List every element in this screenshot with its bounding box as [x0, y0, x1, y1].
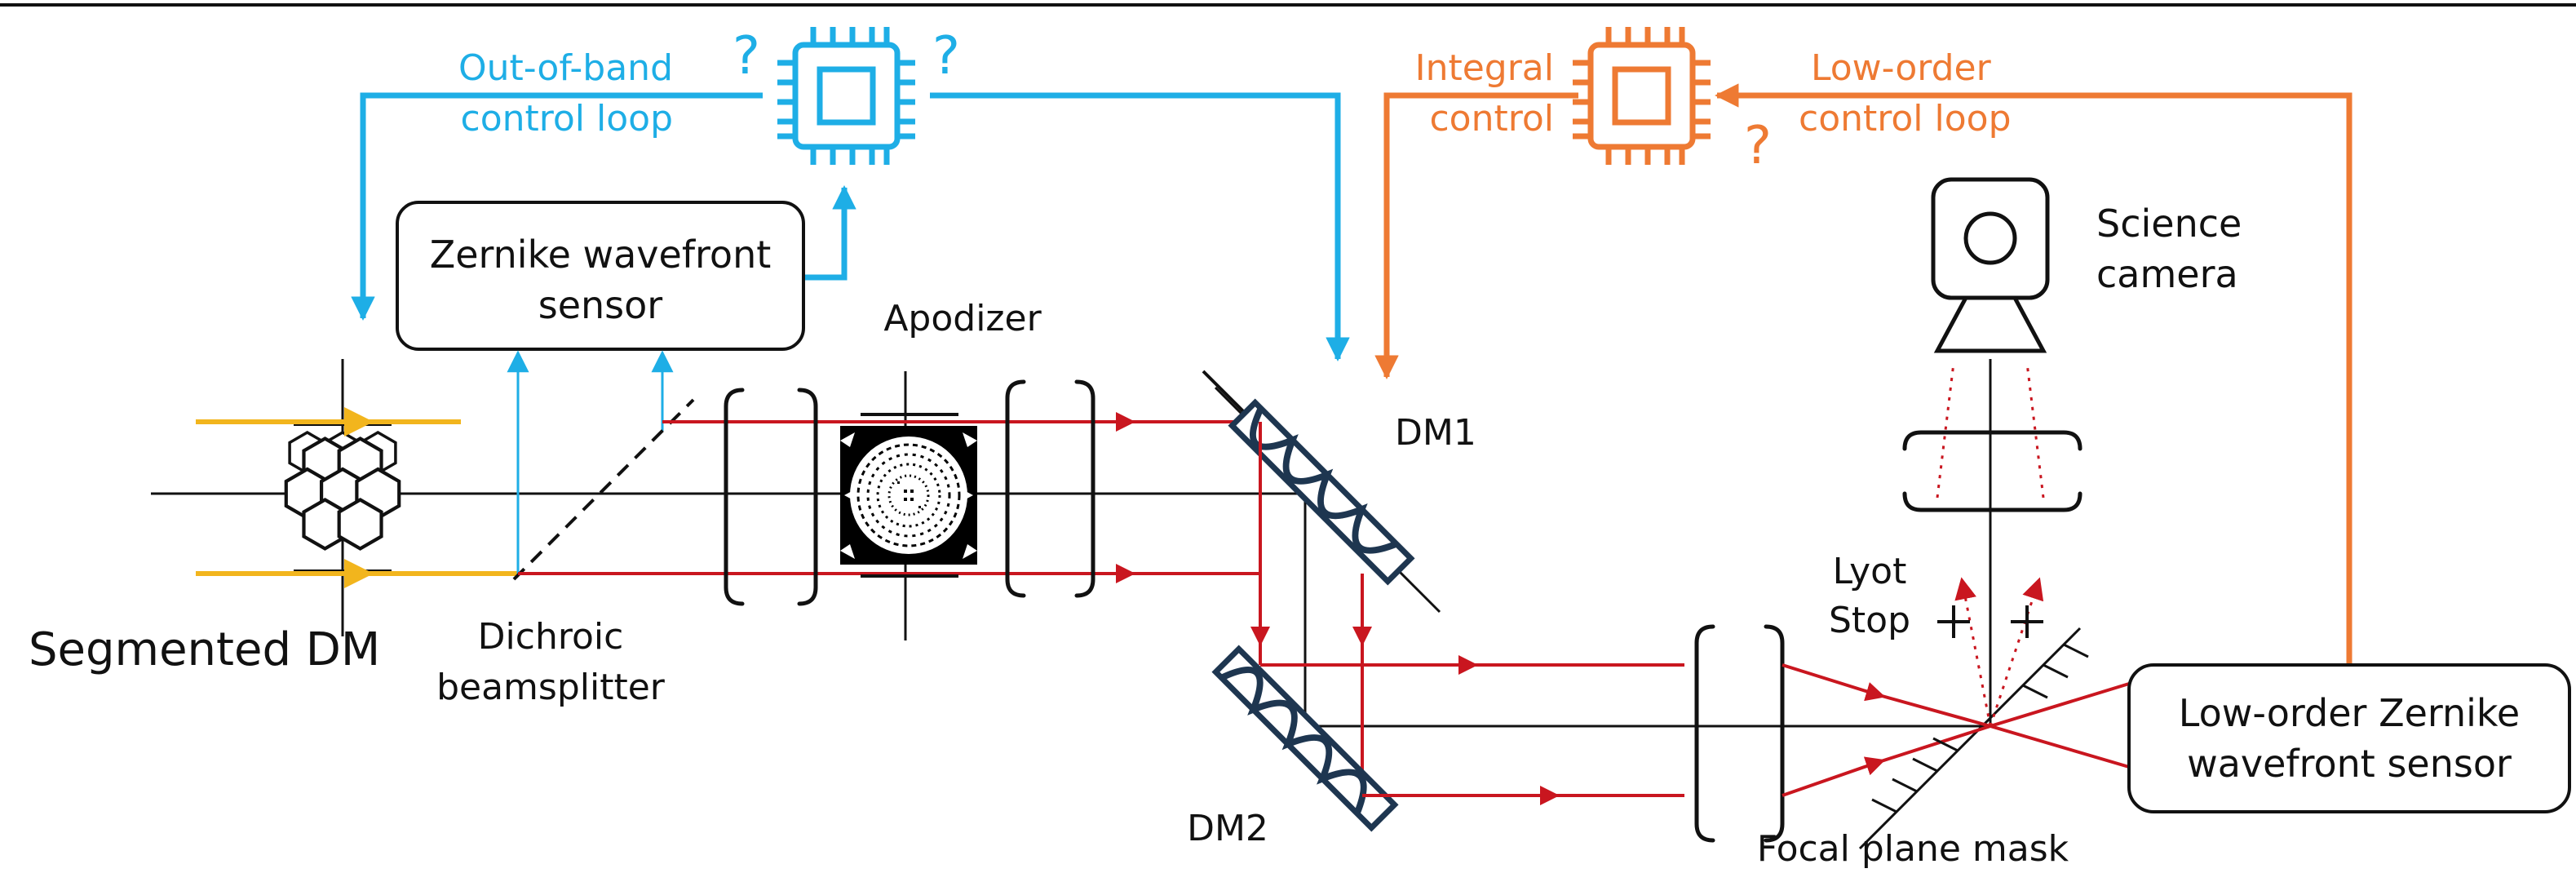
low-order-loop-label-line2: control loop: [1799, 98, 2012, 140]
low-order-loop-label-line1: Low-order: [1811, 47, 1992, 89]
low-order-zernike-wavefront-sensor-box: [2127, 663, 2571, 813]
lens-3: [1694, 624, 1785, 843]
fpm-label: Focal plane mask: [1757, 828, 2069, 869]
oob-label-line2: control loop: [461, 98, 674, 140]
integral-arrow-to-dm1: [1374, 92, 1578, 379]
segmented-dm-label: Segmented DM: [29, 623, 380, 676]
question-mark-right: ?: [932, 26, 960, 86]
zernike-wavefront-sensor-box: [396, 201, 805, 351]
integral-label-line1: Integral: [1415, 47, 1554, 89]
out-of-band-loop: [351, 92, 1350, 361]
camera-icon: [1931, 177, 2050, 353]
zwfs-label-line2: sensor: [538, 283, 663, 327]
oob-label-line1: Out-of-band: [458, 47, 673, 89]
lyot-stop: [1937, 605, 2043, 638]
low-order-arrow-to-chip: [1715, 83, 2352, 665]
oob-arrow-to-segmented-dm: [351, 92, 763, 321]
zwfs-label-line1: Zernike wavefront: [430, 233, 772, 277]
dm1-mirror: [1202, 370, 1415, 586]
question-mark-left: ?: [733, 26, 760, 86]
lens-1: [724, 388, 818, 606]
dm2-label: DM2: [1187, 808, 1268, 849]
dichroic-label-line1: Dichroic: [478, 616, 624, 658]
oob-arrow-sensor-to-chip: [803, 185, 856, 281]
low-order-loop: [1374, 83, 2352, 665]
oob-arrow-to-dm1: [930, 92, 1350, 361]
apodizer-label: Apodizer: [883, 298, 1042, 339]
chip-icon: [1573, 27, 1711, 165]
science-label-line2: camera: [2096, 252, 2238, 296]
dichroic-label-line2: beamsplitter: [436, 667, 666, 708]
question-mark-orange: ?: [1744, 116, 1772, 176]
dm2-mirror: [1211, 645, 1399, 832]
lens-2: [1005, 379, 1095, 598]
apodizer-pattern-icon: [840, 413, 977, 578]
llowfs-label-line2: wavefront sensor: [2187, 742, 2512, 786]
llowfs-label-line1: Low-order Zernike: [2179, 691, 2520, 735]
lyot-label-line2: Stop: [1829, 600, 1910, 641]
optical-axes: [151, 359, 2082, 850]
lens-4: [1902, 430, 2082, 512]
science-label-line1: Science: [2096, 202, 2242, 246]
fpm-hatching: [1871, 643, 2089, 813]
dichroic-beamsplitter: [512, 398, 695, 581]
dm1-label: DM1: [1395, 412, 1476, 454]
lyot-label-line1: Lyot: [1833, 551, 1907, 592]
chip-icon: [777, 27, 915, 165]
integral-label-line2: control: [1429, 98, 1554, 140]
